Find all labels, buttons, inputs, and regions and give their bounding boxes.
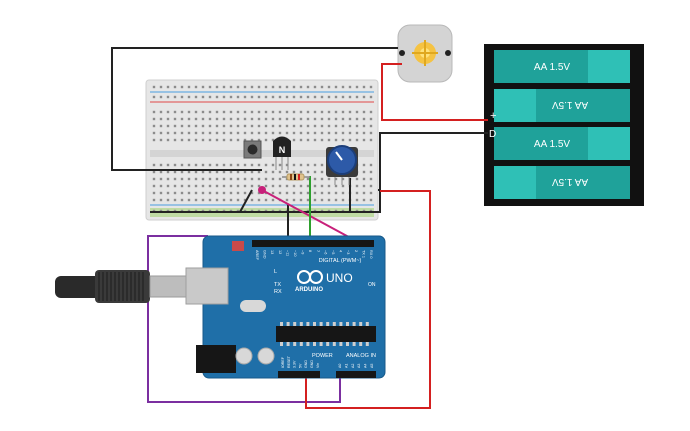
analog-header bbox=[336, 371, 376, 378]
power-pin-label: 3.3V bbox=[293, 360, 297, 368]
wire-pin9-endpoint bbox=[258, 186, 266, 194]
digital-pin-label: ~5 bbox=[331, 250, 335, 254]
battery-cell: AA 1.5V bbox=[494, 127, 630, 160]
power-jack bbox=[196, 345, 236, 373]
potentiometer bbox=[326, 145, 358, 185]
analog-pin-label: A5 bbox=[370, 364, 374, 368]
push-button bbox=[243, 140, 262, 159]
usb-port bbox=[185, 267, 229, 305]
analog-pin-label: A2 bbox=[351, 364, 355, 368]
digital-pin-label: GND bbox=[263, 250, 267, 259]
breadboard-center-channel bbox=[150, 150, 374, 157]
power-pin-label: GND bbox=[310, 360, 314, 368]
digital-pin-label: RX 0 bbox=[369, 250, 373, 258]
wire-arduino-gnd-purple bbox=[147, 235, 341, 403]
battery-cell-label: AA 1.5V bbox=[534, 62, 570, 73]
wire-motor-to-battery-red bbox=[381, 63, 488, 121]
motor-shaft-icon bbox=[412, 40, 438, 66]
digital-pin-label: ~10 bbox=[293, 250, 297, 256]
digital-pin-label: 13 bbox=[270, 250, 274, 254]
digital-pin-label: 4 bbox=[339, 250, 343, 252]
digital-pin-label: 2 bbox=[354, 250, 358, 252]
battery-pack: AA 1.5V AA 1.5V AA 1.5V AA 1.5V + D bbox=[484, 44, 644, 206]
led-label-tx: TX bbox=[274, 282, 281, 288]
capacitor-2 bbox=[257, 347, 275, 365]
battery-cell: AA 1.5V bbox=[494, 166, 630, 199]
digital-pin-label: ~9 bbox=[301, 250, 305, 254]
power-pin-label: IOREF bbox=[281, 356, 285, 368]
wire-motor-to-breadboard-black bbox=[111, 47, 398, 171]
atmega-chip bbox=[276, 326, 376, 342]
digital-pin-label: ~6 bbox=[323, 250, 327, 254]
power-pin-label: 5V bbox=[298, 363, 302, 368]
digital-header bbox=[252, 240, 374, 247]
power-header bbox=[278, 371, 320, 378]
arduino-brand: ARDUINO bbox=[295, 287, 323, 293]
transistor: N bbox=[273, 136, 291, 170]
power-pin-label: GND bbox=[304, 360, 308, 368]
digital-pin-label: ~11 bbox=[285, 250, 289, 256]
battery-cell: AA 1.5V bbox=[494, 89, 630, 122]
capacitor-1 bbox=[235, 347, 253, 365]
power-pin-label: Vin bbox=[316, 363, 320, 368]
resistor bbox=[282, 173, 310, 181]
digital-pin-label: 12 bbox=[278, 250, 282, 254]
digital-pin-label: AREF bbox=[255, 250, 259, 261]
digital-pin-label: 8 bbox=[308, 250, 312, 252]
battery-minus-terminal: D bbox=[489, 129, 496, 140]
wire-jumper-black bbox=[239, 189, 253, 213]
battery-cell-label: AA 1.5V bbox=[552, 99, 588, 110]
digital-header-label: DIGITAL (PWM~) bbox=[319, 258, 362, 264]
battery-cell: AA 1.5V bbox=[494, 50, 630, 83]
analog-pin-label: A1 bbox=[344, 364, 348, 368]
led-label-rx: RX bbox=[274, 289, 282, 295]
analog-pin-label: A4 bbox=[364, 364, 368, 368]
crystal bbox=[240, 300, 266, 312]
battery-plus-terminal: + bbox=[490, 110, 496, 122]
transistor-label: N bbox=[279, 145, 286, 155]
power-pin-label: RESET bbox=[287, 355, 291, 368]
digital-pin-label: ~3 bbox=[346, 250, 350, 254]
digital-pin-label: TX 1 bbox=[361, 250, 365, 258]
wire-gnd-rail-black bbox=[150, 190, 381, 213]
battery-cell-label: AA 1.5V bbox=[534, 139, 570, 150]
wire-battery-to-breadboard-black bbox=[378, 132, 488, 191]
dc-motor bbox=[397, 24, 453, 83]
power-header-label: POWER bbox=[312, 353, 333, 359]
battery-cell-label: AA 1.5V bbox=[552, 176, 588, 187]
analog-pin-label: A0 bbox=[338, 364, 342, 368]
analog-header-label: ANALOG IN bbox=[346, 353, 376, 359]
digital-pin-label: 7 bbox=[316, 250, 320, 252]
usb-cable bbox=[55, 270, 189, 303]
arduino-model: UNO bbox=[326, 271, 353, 285]
on-label: ON bbox=[368, 282, 376, 288]
reset-button bbox=[232, 241, 244, 251]
led-label-l: L bbox=[274, 269, 277, 275]
arduino-logo-icon bbox=[297, 270, 323, 284]
analog-pin-label: A3 bbox=[357, 364, 361, 368]
